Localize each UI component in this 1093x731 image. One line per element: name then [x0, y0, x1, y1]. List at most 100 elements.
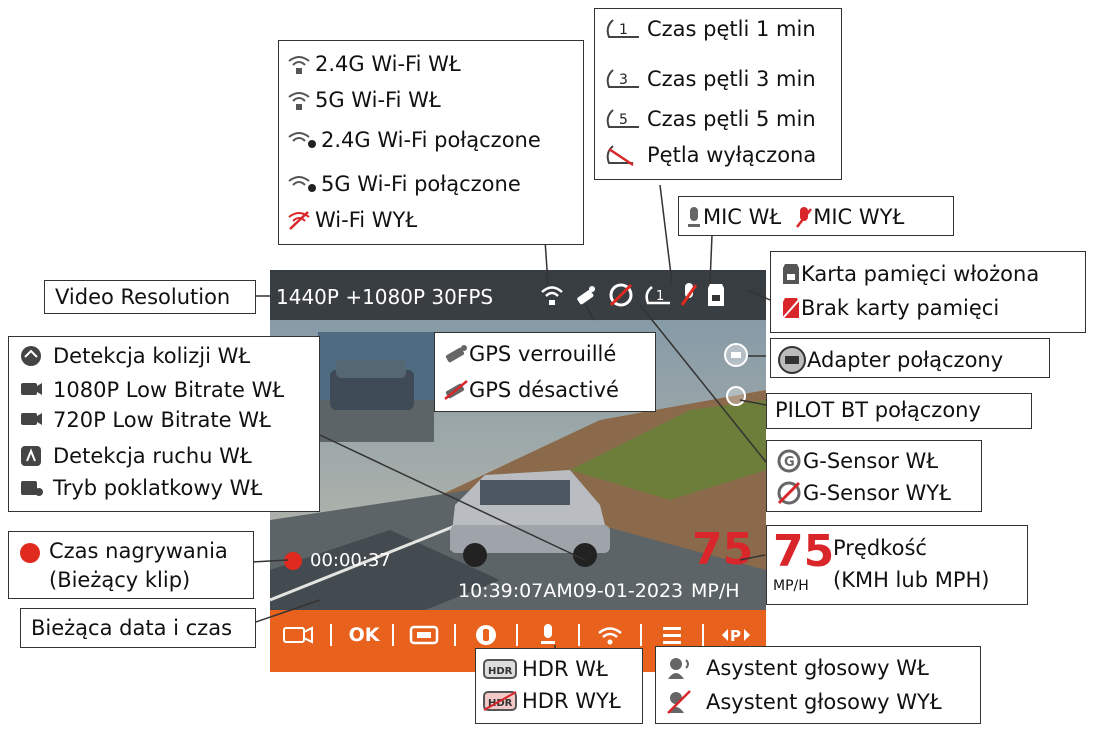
svg-text:HDR: HDR: [488, 698, 513, 709]
mic-off-icon: [795, 205, 813, 229]
svg-text:1: 1: [619, 22, 628, 38]
datetime-legend: Bieżąca data i czas: [20, 608, 256, 648]
bt-remote-legend: PILOT BT połączony: [766, 393, 1032, 429]
svg-text:1: 1: [656, 289, 664, 304]
wifi-5g-on-icon: [287, 89, 311, 111]
g-sensor-on-icon: G: [775, 449, 803, 473]
loop-legend: 1 Czas pętli 1 min 3 Czas pętli 3 min 5 …: [594, 8, 842, 180]
detection-legend: Detekcja kolizji WŁ 1080P Low Bitrate WŁ…: [8, 336, 320, 512]
legend-item: G-Sensor WYŁ: [775, 481, 951, 505]
rec-time: 00:00:37: [310, 550, 391, 571]
datetime-label: Bieżąca data i czas: [31, 618, 232, 639]
mic-button[interactable]: [528, 618, 568, 652]
loop-1min-icon: 1: [642, 283, 672, 307]
svg-text:G: G: [784, 455, 795, 470]
wifi-icon: [597, 624, 623, 646]
legend-item: 1080P Low Bitrate WŁ: [19, 379, 284, 401]
timelapse-icon: [19, 477, 43, 499]
rec-legend-line2: (Bieżący klip): [49, 570, 190, 591]
speed-unit: MP/H: [691, 580, 740, 602]
emergency-lock-button[interactable]: [466, 618, 506, 652]
hdr-off-icon: HDR: [482, 689, 518, 713]
legend-item: Brak karty pamięci: [781, 296, 999, 320]
wifi-legend: 2.4G Wi-Fi WŁ 5G Wi-Fi WŁ 2.4G Wi-Fi poł…: [278, 40, 584, 245]
legend-item: Adapter połączony: [777, 345, 1003, 375]
dashcam-screen: 1440P +1080P 30FPS 1 00:00:37 75 10:39:0…: [270, 270, 766, 672]
g-sensor-icon: [608, 282, 634, 308]
voice-assistant-legend: Asystent głosowy WŁ Asystent głosowy WYŁ: [655, 646, 981, 724]
g-sensor-off-icon: [775, 481, 803, 505]
svg-text:HDR: HDR: [488, 666, 513, 677]
legend-item: G G-Sensor WŁ: [775, 449, 938, 473]
legend-item: 2.4G Wi-Fi połączone: [287, 129, 541, 151]
speed-legend-line2: (KMH lub MPH): [833, 570, 989, 591]
loop-off-icon: [603, 143, 641, 167]
rec-legend-line1: Czas nagrywania: [49, 541, 228, 562]
datetime-readout: 10:39:07AM09-01-2023: [458, 580, 683, 602]
legend-item: HDR HDR WYŁ: [482, 689, 621, 713]
svg-text:5: 5: [619, 112, 628, 128]
video-resolution-label: Video Resolution: [55, 287, 230, 308]
sd-card-icon: [706, 282, 726, 308]
legend-item: HDR HDR WŁ: [482, 657, 608, 681]
loop-5min-icon: 5: [603, 107, 641, 131]
camera-switch-button[interactable]: [278, 618, 318, 652]
gps-legend: GPS verrouillé GPS désactivé: [434, 332, 656, 412]
divider: [392, 624, 394, 646]
divider: [454, 624, 456, 646]
legend-item: 2.4G Wi-Fi WŁ: [287, 53, 461, 75]
rec-time-legend: Czas nagrywania (Bieżący klip): [8, 531, 254, 599]
legend-item: 5 Czas pętli 5 min: [603, 107, 816, 131]
wifi-icon: [540, 283, 564, 307]
bt-remote-icon: [725, 385, 747, 407]
legend-item: 5G Wi-Fi WŁ: [287, 89, 441, 111]
gps-locked-icon: [443, 343, 469, 365]
legend-item: Asystent głosowy WYŁ: [666, 689, 942, 715]
legend-item: Karta pamięci włożona: [781, 262, 1039, 286]
sd-card-inserted-icon: [781, 262, 801, 286]
motion-detect-icon: [19, 445, 43, 467]
rec-dot-icon: [19, 542, 41, 564]
voice-assistant-off-icon: [666, 689, 694, 715]
lock-file-icon: [474, 623, 498, 647]
speed-legend-value: 75: [773, 526, 834, 577]
adapter-icon: [723, 342, 749, 368]
g-sensor-legend: G G-Sensor WŁ G-Sensor WYŁ: [766, 440, 982, 512]
wifi-button[interactable]: [590, 618, 630, 652]
mic-legend: MIC WŁ MIC WYŁ: [678, 196, 954, 236]
speed-value: 75: [692, 524, 753, 575]
gps-icon: [573, 283, 597, 307]
ok-button[interactable]: OK: [342, 618, 386, 652]
speed-legend: 75 MP/H Prędkość (KMH lub MPH): [766, 525, 1028, 605]
wifi-24g-connected-icon: [287, 129, 317, 151]
divider: [516, 624, 518, 646]
low-bitrate-1080-icon: [19, 379, 43, 401]
legend-item: 1 Czas pętli 1 min: [603, 17, 816, 41]
legend-item: Asystent głosowy WŁ: [666, 655, 929, 681]
low-bitrate-720-icon: [19, 409, 43, 431]
divider: [578, 624, 580, 646]
speed-legend-line1: Prędkość: [833, 538, 927, 559]
divider: [330, 624, 332, 646]
rec-dot-icon: [282, 550, 304, 572]
screen-button[interactable]: [404, 618, 444, 652]
loop-1min-icon: 1: [603, 17, 641, 41]
legend-item: Wi-Fi WYŁ: [287, 209, 417, 231]
adapter-icon: [777, 345, 807, 375]
parking-icon: P: [720, 623, 752, 647]
bt-remote-label: PILOT BT połączony: [775, 400, 981, 421]
legend-item: 3 Czas pętli 3 min: [603, 67, 816, 91]
legend-item: GPS désactivé: [443, 379, 619, 401]
wifi-off-icon: [287, 209, 311, 231]
voice-assistant-on-icon: [666, 655, 694, 681]
sd-card-missing-icon: [781, 296, 801, 320]
legend-item: 5G Wi-Fi połączone: [287, 173, 521, 195]
screen-icon: [409, 624, 439, 646]
sd-card-legend: Karta pamięci włożona Brak karty pamięci: [770, 251, 1086, 333]
loop-3min-icon: 3: [603, 67, 641, 91]
legend-item: Detekcja ruchu WŁ: [19, 445, 252, 467]
mic-icon: [538, 622, 558, 648]
status-top-bar: 1440P +1080P 30FPS 1: [270, 270, 766, 320]
video-resolution-legend: Video Resolution: [44, 280, 256, 314]
legend-item: Pętla wyłączona: [603, 143, 816, 167]
